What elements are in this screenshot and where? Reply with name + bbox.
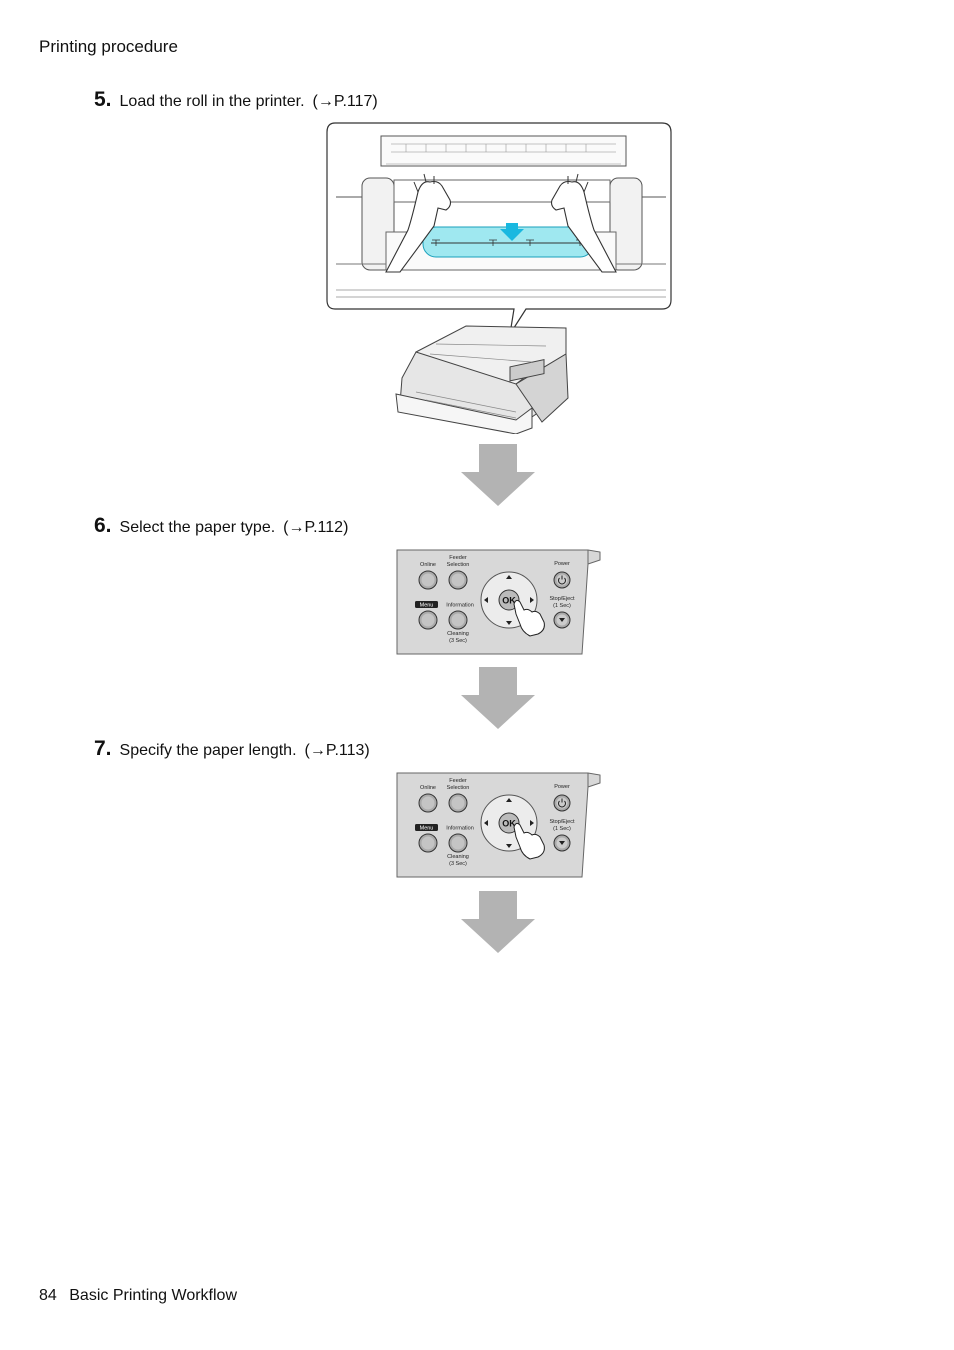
stop-eject-button[interactable] [553, 834, 571, 852]
information-label: Information [446, 826, 474, 832]
down-arrow [461, 444, 535, 506]
stop-eject-button[interactable] [553, 611, 571, 629]
online-label: Online [420, 785, 436, 791]
information-label: Information [446, 603, 474, 609]
power-button[interactable] [553, 571, 571, 589]
stop-eject-time-label: (1 Sec) [553, 826, 571, 832]
feeder-label: Feeder [449, 555, 467, 561]
stop-eject-label: Stop/Eject [549, 819, 575, 825]
menu-label: Menu [420, 826, 434, 832]
cleaning-label: Cleaning [447, 631, 469, 637]
stop-eject-time-label: (1 Sec) [553, 603, 571, 609]
power-label: Power [554, 784, 570, 790]
cleaning-time-label: (3 Sec) [449, 638, 467, 644]
feeder-selection-button[interactable] [448, 793, 468, 813]
eject-icon [559, 841, 565, 845]
step-text: Load the roll in the printer. [119, 93, 305, 110]
selection-label: Selection [447, 562, 470, 568]
eject-icon [559, 618, 565, 622]
step-number: 6. [94, 514, 112, 537]
menu-button[interactable] [418, 833, 438, 853]
online-button[interactable] [418, 570, 438, 590]
load-roll-illustration [326, 122, 672, 434]
page-reference-link[interactable]: (→P.117) [312, 93, 378, 110]
menu-label: Menu [420, 603, 434, 609]
menu-button[interactable] [418, 610, 438, 630]
power-icon [558, 798, 566, 808]
page-number: 84 [39, 1287, 57, 1304]
control-panel-illustration-1: Online Feeder Selection Menu Information… [396, 549, 601, 655]
online-button[interactable] [418, 793, 438, 813]
step-6: 6. Select the paper type. (→P.112) [94, 514, 348, 538]
information-button[interactable] [448, 833, 468, 853]
step-text: Select the paper type. [119, 519, 276, 536]
power-label: Power [554, 561, 570, 567]
feeder-selection-button[interactable] [448, 570, 468, 590]
step-text: Specify the paper length. [119, 742, 297, 759]
down-arrow [461, 667, 535, 729]
power-button[interactable] [553, 794, 571, 812]
selection-label: Selection [447, 785, 470, 791]
cleaning-time-label: (3 Sec) [449, 861, 467, 867]
ok-label: OK [502, 596, 516, 606]
power-icon [558, 575, 566, 585]
page-reference-link[interactable]: (→P.112) [283, 519, 349, 536]
pointing-hand-icon [513, 822, 545, 860]
stop-eject-label: Stop/Eject [549, 596, 575, 602]
chapter-title: Basic Printing Workflow [69, 1287, 238, 1304]
online-label: Online [420, 562, 436, 568]
step-number: 5. [94, 88, 112, 111]
pointing-hand-icon [513, 599, 545, 637]
page-footer: 84 Basic Printing Workflow [39, 1287, 237, 1305]
control-panel-illustration-2: Online Feeder Selection Menu Information… [396, 772, 601, 878]
step-number: 7. [94, 737, 112, 760]
down-arrow [461, 891, 535, 953]
step-7: 7. Specify the paper length. (→P.113) [94, 737, 370, 761]
running-header: Printing procedure [39, 37, 178, 56]
page-reference-link[interactable]: (→P.113) [304, 742, 370, 759]
ok-label: OK [502, 819, 516, 829]
feeder-label: Feeder [449, 778, 467, 784]
information-button[interactable] [448, 610, 468, 630]
cleaning-label: Cleaning [447, 854, 469, 860]
step-5: 5. Load the roll in the printer. (→P.117… [94, 88, 378, 112]
